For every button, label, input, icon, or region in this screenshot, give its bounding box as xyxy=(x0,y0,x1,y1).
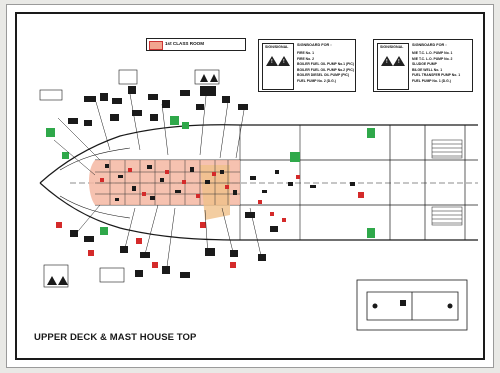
legend-left-item: FUEL PUMP No. 2 (D.G.) xyxy=(297,78,336,83)
legend-left-item: BOILER FUEL OIL PUMP No.2 (PIC) xyxy=(297,67,354,72)
legend-left-item: FIRE No. 1 xyxy=(297,51,314,55)
legend-left-symbol-box xyxy=(262,43,294,90)
legend-right-item: SLUDGE PUMP xyxy=(412,62,437,66)
legend-right-item: BILGE WELL No. 1 xyxy=(412,67,443,72)
warning-sign-icon xyxy=(278,56,290,66)
legend-right-symbol-box xyxy=(377,43,409,90)
legend-right-item: M/E T.C. L.O. PUMP No. 1 xyxy=(412,51,453,55)
warning-sign-icon xyxy=(381,56,393,66)
hull-outline-upper xyxy=(39,124,478,184)
area-label-text: 1st CLASS ROOM xyxy=(165,41,205,46)
drawing-title: UPPER DECK & MAST HOUSE TOP xyxy=(34,332,197,343)
legend-right-heading: SIGNBOARD FOR : xyxy=(412,43,447,47)
legend-right-item: FUEL PUMP No. 1 (D.G.) xyxy=(412,78,451,83)
legend-left-tag: SIGN/SIGNAL xyxy=(265,45,289,49)
legend-left-item: FIRE No. 2 xyxy=(297,56,314,61)
legend-right: SIGN/SIGNAL SIGNBOARD FOR : M/E T.C. L.O… xyxy=(373,39,473,92)
warning-sign-icon xyxy=(393,56,405,66)
legend-left-item: BOILER DIESEL OIL PUMP (PIC) xyxy=(297,73,349,77)
legend-right-item: M/E T.C. L.O. PUMP No. 2 xyxy=(412,56,453,61)
hull-outline-lower xyxy=(39,182,478,241)
legend-left: SIGN/SIGNAL SIGNBOARD FOR : FIRE No. 1 F… xyxy=(258,39,356,92)
legend-right-item: FUEL TRANSFER PUMP No. 1 xyxy=(412,73,461,77)
aft-detail-inset xyxy=(356,279,468,331)
warning-sign-icon xyxy=(266,56,278,66)
legend-right-tag: SIGN/SIGNAL xyxy=(380,45,404,49)
area-label-tag: 1st CLASS ROOM xyxy=(146,38,246,51)
area-color-swatch xyxy=(149,41,163,50)
legend-left-heading: SIGNBOARD FOR : xyxy=(297,43,332,47)
drawing-border xyxy=(15,12,485,360)
legend-left-item: BOILER FUEL OIL PUMP No.1 (PIC) xyxy=(297,62,354,66)
